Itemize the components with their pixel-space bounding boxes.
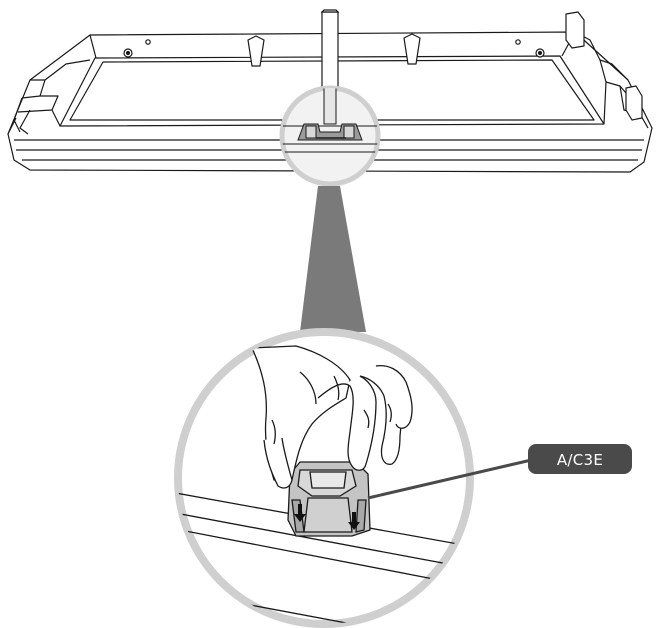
detail-zoom-circle [174,328,474,628]
center-post [320,9,340,93]
zoom-beam [300,186,366,332]
retaining-clip [287,461,371,537]
callout: A/C3E [367,444,632,500]
hand-illustration [251,345,413,489]
down-arrow-icon [348,512,360,530]
callout-label-box [528,444,632,474]
callout-label-text: A/C3E [557,451,603,469]
down-arrow-icon [294,504,306,522]
detail-marker-circle [279,85,381,187]
callout-leader-line [367,456,541,500]
